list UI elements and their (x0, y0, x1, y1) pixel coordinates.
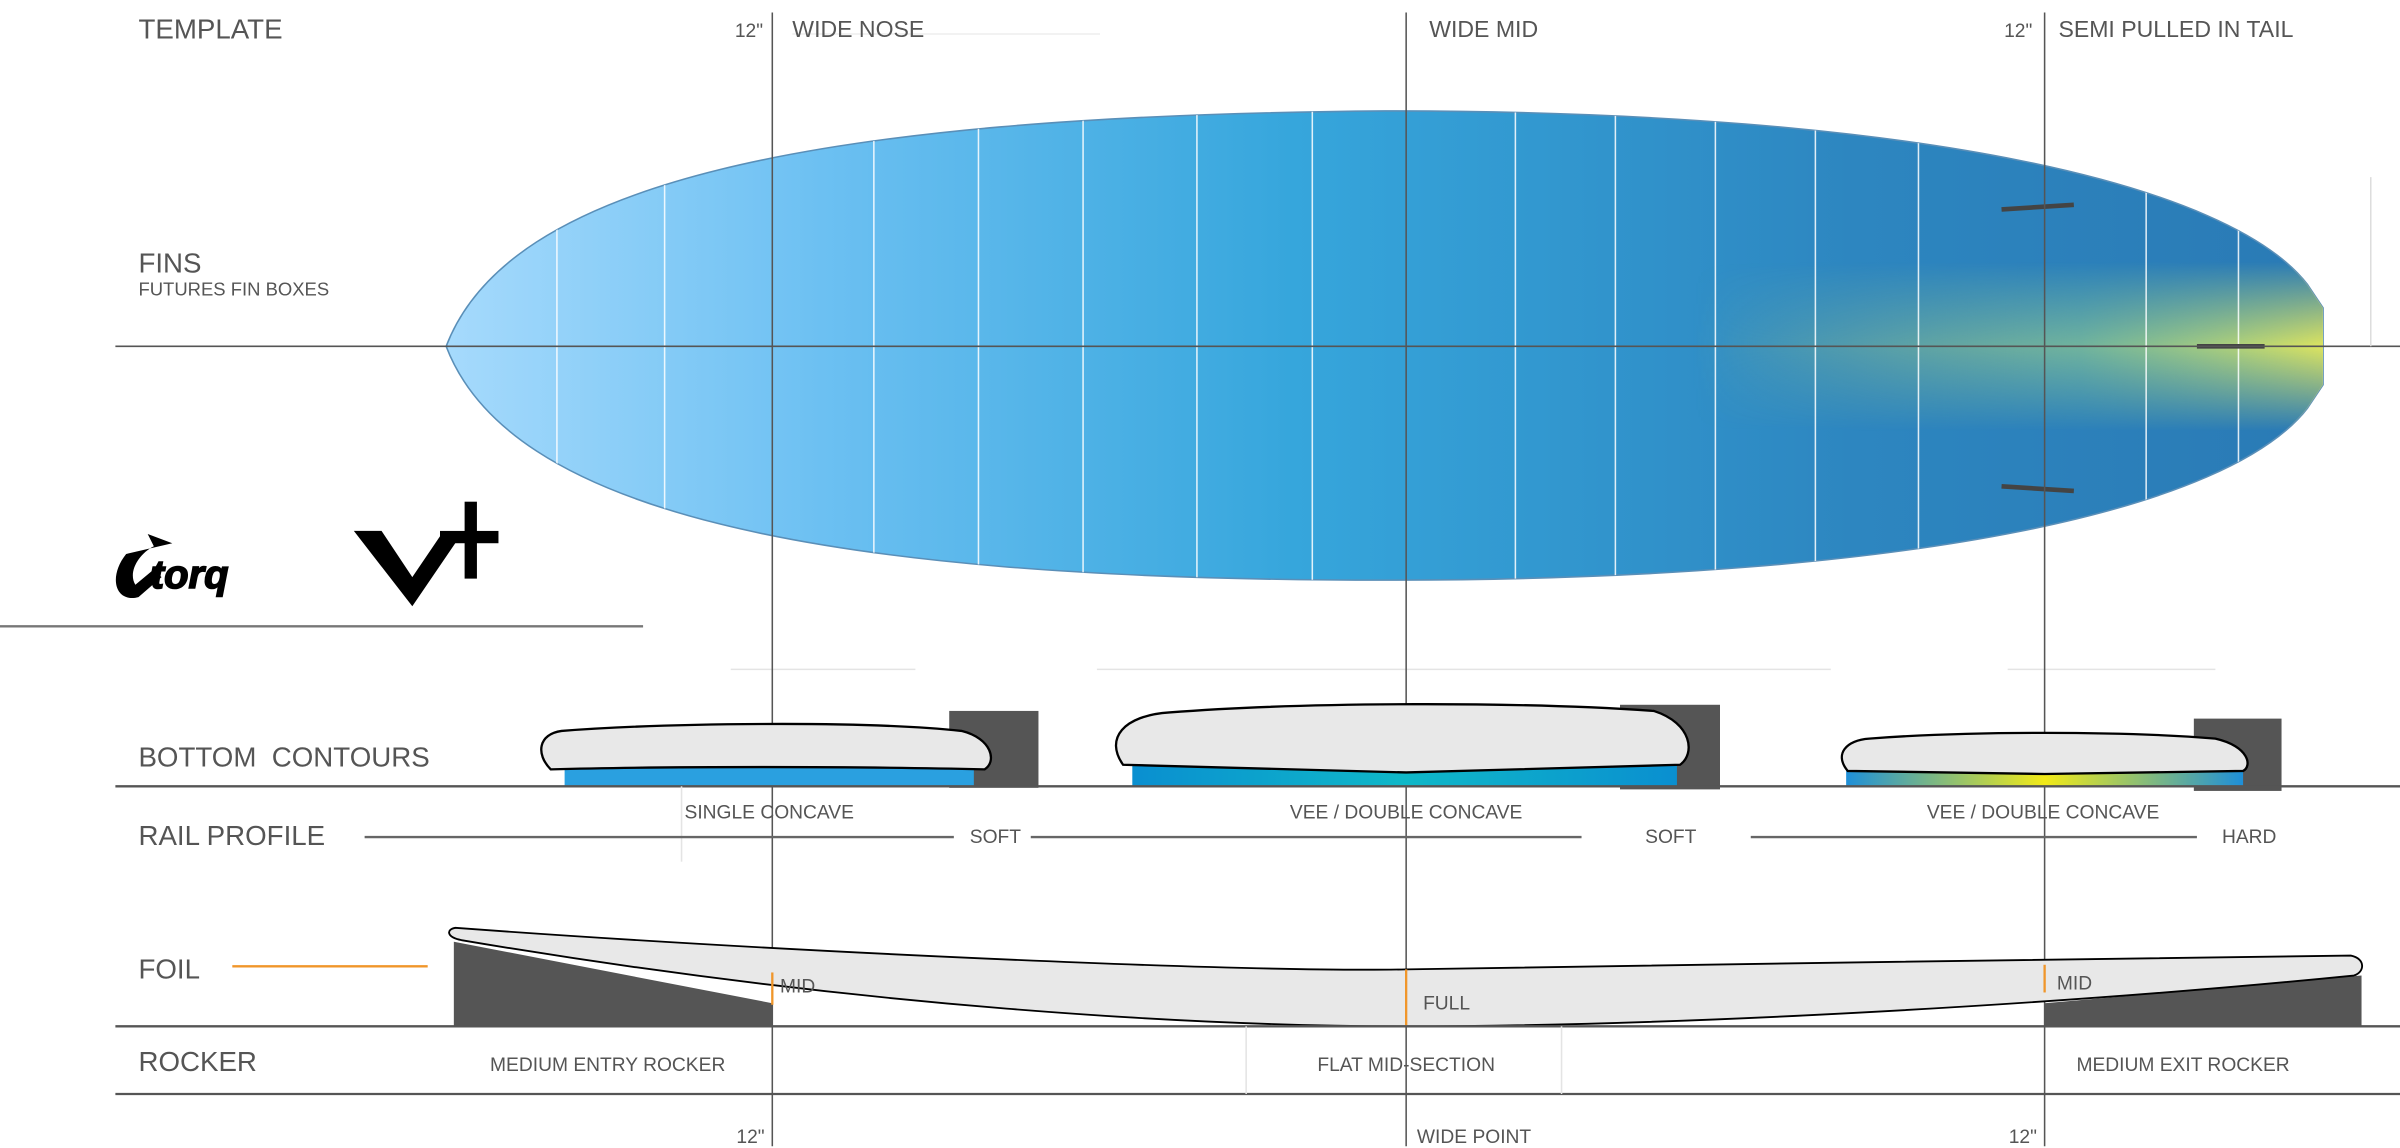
torq-logo: torq (115, 534, 229, 598)
rail-label-nose: SOFT (970, 827, 1022, 848)
section-rail-profile: RAIL PROFILE (138, 820, 325, 851)
contour-mid (1114, 703, 1720, 790)
contour-nose (540, 710, 1039, 788)
rocker-label-mid: FLAT MID-SECTION (1317, 1055, 1495, 1076)
foil-label-mid: FULL (1423, 993, 1470, 1014)
rail-label-mid: SOFT (1645, 827, 1697, 848)
tail-distance: 12" (2004, 21, 2032, 42)
section-bottom-contours: BOTTOM CONTOURS (138, 741, 429, 772)
tail-label: SEMI PULLED IN TAIL (2058, 16, 2293, 42)
rocker-label-exit: MEDIUM EXIT ROCKER (2076, 1055, 2289, 1076)
bottom-tail-distance: 12" (2009, 1127, 2037, 1148)
wide-mid-label: WIDE MID (1429, 16, 1538, 42)
vplus-logo (353, 501, 499, 607)
rail-label-tail: HARD (2222, 827, 2276, 848)
svg-text:torq: torq (151, 553, 229, 597)
contour-tail (1840, 718, 2282, 791)
bottom-nose-distance: 12" (736, 1127, 764, 1148)
wide-nose-label: WIDE NOSE (792, 16, 924, 42)
wide-point-label: WIDE POINT (1417, 1127, 1532, 1148)
fin-box-left (2001, 202, 2074, 212)
section-foil: FOIL (138, 954, 200, 985)
section-rocker: ROCKER (138, 1046, 256, 1077)
rocker-label-entry: MEDIUM ENTRY ROCKER (490, 1055, 725, 1076)
foil-label-tail: MID (2057, 973, 2092, 994)
section-fins: FINS (138, 247, 201, 278)
fins-subtitle: FUTURES FIN BOXES (138, 279, 329, 300)
contour-label-tail: VEE / DOUBLE CONCAVE (1927, 803, 2159, 824)
contour-label-nose: SINGLE CONCAVE (685, 803, 854, 824)
fin-box-right (2001, 484, 2074, 494)
nose-distance: 12" (735, 21, 763, 42)
contour-label-mid: VEE / DOUBLE CONCAVE (1290, 803, 1522, 824)
section-template: TEMPLATE (138, 14, 282, 45)
foil-profile (448, 926, 2364, 1028)
foil-label-nose: MID (780, 976, 815, 997)
